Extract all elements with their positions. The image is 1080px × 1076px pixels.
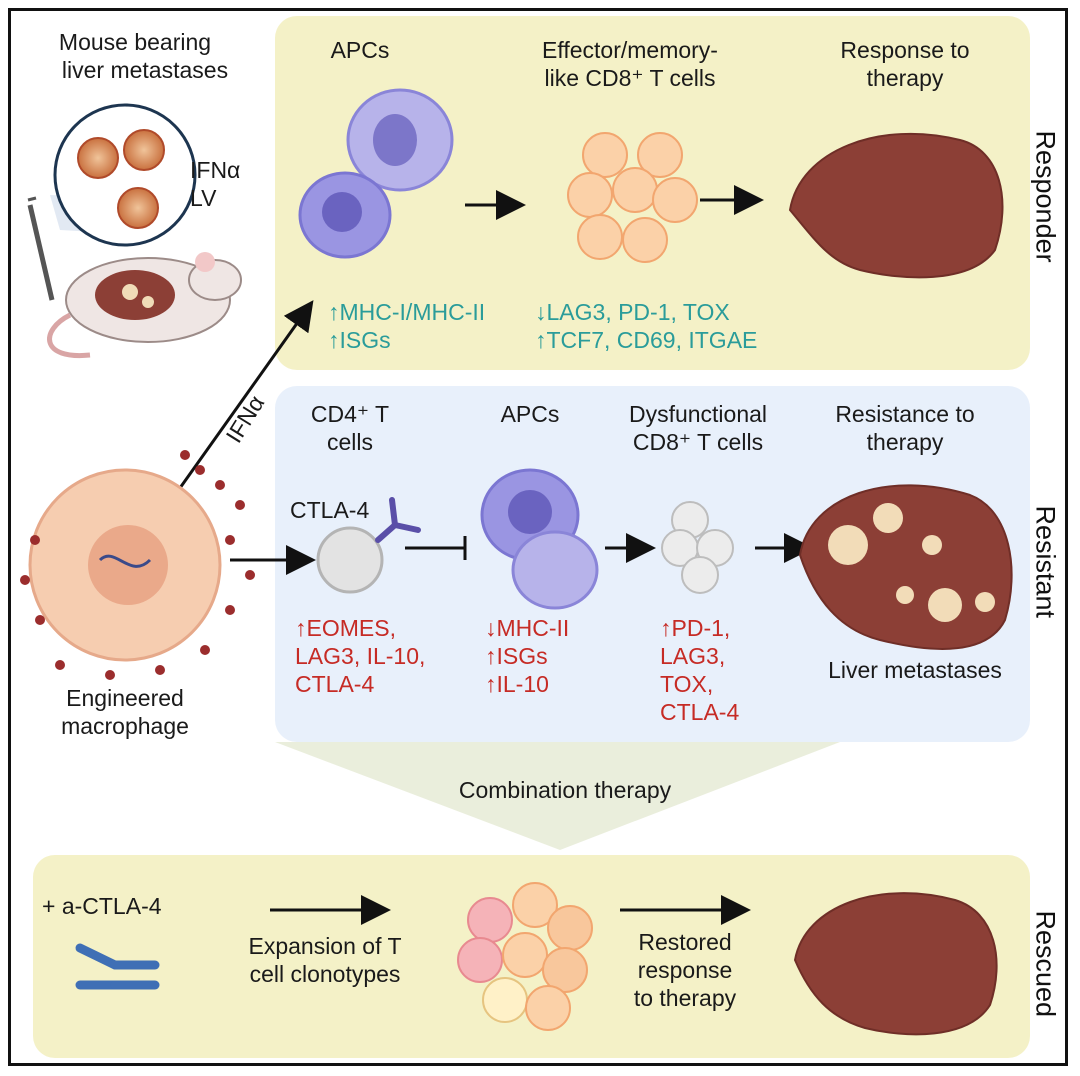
responder-side-label: Responder [1030, 130, 1061, 263]
cd4-t-cell [316, 526, 384, 594]
dys-heading-1: Dysfunctional [628, 401, 768, 427]
expanded-t-cells [457, 882, 593, 1031]
metastatic-liver [798, 484, 1013, 650]
rescued-side-label: Rescued [1030, 910, 1061, 1018]
ctla4-antibody-icon [375, 497, 421, 543]
dys-marker-1: ↑PD-1, [660, 615, 731, 641]
syringe-icon [27, 196, 55, 301]
cd4-marker-3: CTLA-4 [295, 671, 375, 697]
mouse-title-1: Mouse bearing [58, 29, 212, 55]
ctla4-label: CTLA-4 [290, 497, 370, 523]
expansion-label-1: Expansion of T [248, 933, 402, 959]
resistant-apc-marker-3: ↑IL-10 [485, 671, 549, 697]
resistant-apc-marker-1: ↓MHC-II [485, 615, 570, 641]
mouse-title-2: liver metastases [61, 57, 229, 83]
ifn-particles [20, 450, 255, 680]
dysfunctional-cd8-cells [661, 501, 734, 594]
macrophage-label-2: macrophage [61, 713, 189, 739]
liver-metastases-label: Liver metastases [828, 657, 1002, 683]
macrophage-label-1: Engineered [66, 685, 184, 711]
cd4-marker-2: LAG3, IL-10, [295, 643, 426, 669]
effector-cd8-cells [567, 132, 698, 263]
cd4-marker-1: ↑EOMES, [295, 615, 396, 641]
restored-label-1: Restored [638, 929, 732, 955]
expansion-label-2: cell clonotypes [249, 961, 401, 987]
dys-marker-4: CTLA-4 [660, 699, 740, 725]
resistant-apcs-heading: APCs [500, 401, 560, 427]
resistant-apc-cells [480, 468, 599, 610]
combination-therapy-label: Combination therapy [458, 777, 672, 803]
cd4-heading-2: cells [326, 429, 373, 455]
responder-apc-cells [298, 88, 454, 259]
responder-apc-marker-1: ↑MHC-I/MHC-II [328, 299, 486, 325]
mouse-icon [47, 252, 242, 359]
healthy-liver [788, 132, 1004, 279]
macrophage-cell [28, 468, 222, 662]
restored-label-2: response [637, 957, 733, 983]
ifn-arrow [173, 300, 314, 496]
drug-label: + a-CTLA-4 [42, 893, 162, 919]
response-heading-1: Response to [840, 37, 970, 63]
dys-heading-2: CD8⁺ T cells [632, 429, 764, 455]
response-heading-2: therapy [866, 65, 944, 91]
ifn-label-2: LV [190, 185, 217, 211]
responder-cd8-marker-2: ↑TCF7, CD69, ITGAE [535, 327, 758, 353]
inhibition-arrow [405, 536, 467, 560]
restored-label-3: to therapy [633, 985, 737, 1011]
cd4-heading-1: CD4⁺ T [310, 401, 390, 427]
antibody-icon [75, 943, 160, 990]
responder-apc-marker-2: ↑ISGs [328, 327, 391, 353]
virus-zoom-circle [53, 103, 197, 247]
resistance-heading-1: Resistance to [835, 401, 975, 427]
effector-heading-2: like CD8⁺ T cells [544, 65, 716, 91]
ifn-label-1: IFNα [190, 157, 241, 183]
responder-apcs-heading: APCs [330, 37, 390, 63]
responder-cd8-marker-1: ↓LAG3, PD-1, TOX [535, 299, 730, 325]
restored-liver [793, 892, 998, 1036]
combination-funnel [275, 742, 840, 850]
effector-heading-1: Effector/memory- [542, 37, 718, 63]
dys-marker-3: TOX, [660, 671, 714, 697]
resistant-side-label: Resistant [1030, 505, 1061, 619]
virus-icon [77, 129, 165, 229]
dys-marker-2: LAG3, [660, 643, 726, 669]
resistant-apc-marker-2: ↑ISGs [485, 643, 548, 669]
figure-frame [8, 8, 1068, 1066]
resistance-heading-2: therapy [866, 429, 944, 455]
